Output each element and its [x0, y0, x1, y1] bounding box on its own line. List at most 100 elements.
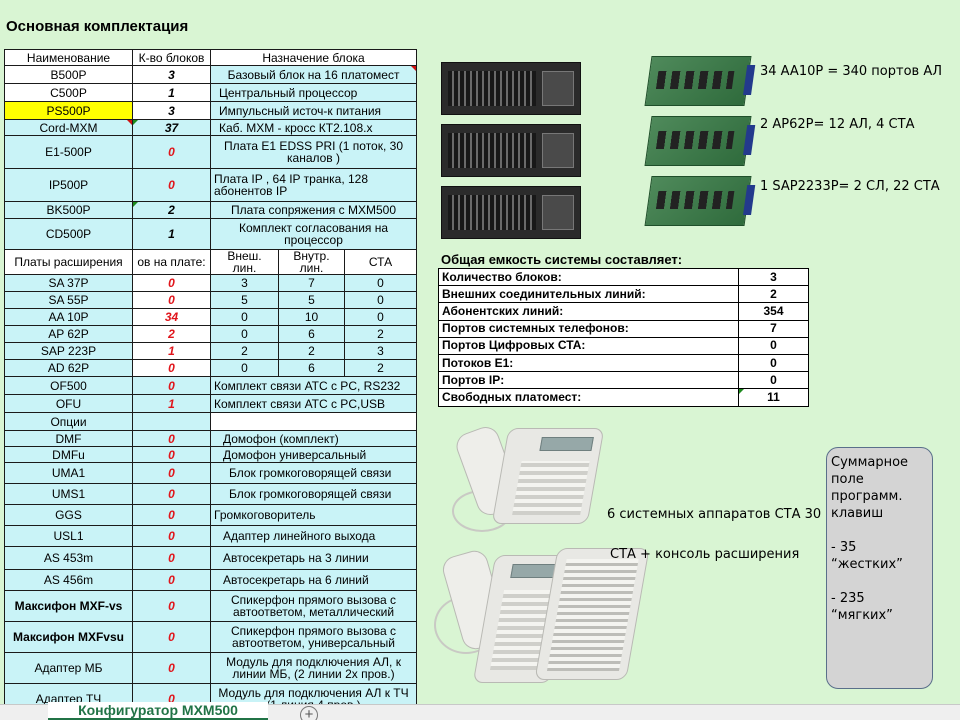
option-desc[interactable]: Блок громкоговорящей связи [209, 462, 418, 484]
misc-desc[interactable]: Комплект связи АТС с PC,USB [209, 394, 418, 413]
summary-label[interactable]: Портов Цифровых СТА: [438, 336, 739, 355]
ext-header-sta[interactable]: СТА [343, 249, 418, 275]
header-qty[interactable]: К-во блоков [132, 49, 211, 66]
board-ext[interactable]: 0 [210, 308, 279, 326]
board-int[interactable]: 7 [278, 274, 345, 292]
option-name[interactable]: AS 453m [4, 546, 133, 570]
board-sta[interactable]: 2 [343, 359, 418, 377]
board-ext[interactable]: 3 [210, 274, 279, 292]
block-name[interactable]: CD500P [4, 218, 133, 250]
board-name[interactable]: AP 62P [4, 325, 133, 343]
option-desc[interactable]: Домофон универсальный [209, 446, 418, 463]
option-name[interactable]: GGS [4, 504, 133, 526]
block-qty[interactable]: 1 [132, 218, 211, 250]
block-qty[interactable]: 0 [132, 168, 211, 202]
options-desc-empty[interactable] [209, 412, 418, 431]
ext-header-ext[interactable]: Внеш. лин. [210, 249, 279, 275]
board-qty[interactable]: 0 [132, 291, 211, 309]
block-desc[interactable]: Каб. MXM - кросс КТ2.108.х [209, 119, 418, 136]
option-name[interactable]: Адаптер МБ [4, 652, 133, 684]
block-name[interactable]: Cord-MXM [4, 119, 133, 136]
board-qty[interactable]: 0 [132, 274, 211, 292]
summary-value[interactable]: 3 [738, 267, 809, 287]
block-desc[interactable]: Импульсный источ-к питания [209, 101, 418, 120]
board-sta[interactable]: 0 [343, 291, 418, 309]
board-sta[interactable]: 3 [343, 342, 418, 360]
summary-value[interactable]: 7 [738, 319, 809, 338]
block-qty[interactable]: 2 [132, 201, 211, 219]
option-desc[interactable]: Адаптер линейного выхода [209, 525, 418, 547]
option-name[interactable]: Максифон MXFvsu [4, 621, 133, 653]
block-name[interactable]: B500P [4, 65, 133, 84]
option-desc[interactable]: Автосекретарь на 3 линии [209, 546, 418, 570]
block-desc[interactable]: Плата E1 EDSS PRI (1 поток, 30 каналов ) [209, 135, 418, 169]
block-desc[interactable]: Центральный процессор [209, 83, 418, 102]
summary-label[interactable]: Потоков E1: [438, 353, 739, 373]
block-qty[interactable]: 3 [132, 65, 211, 84]
board-int[interactable]: 6 [278, 325, 345, 343]
option-desc[interactable]: Спикерфон прямого вызова с автоответом, … [209, 590, 418, 622]
board-qty[interactable]: 2 [132, 325, 211, 343]
sheet-tab-configurator[interactable]: Конфигуратор MXM500 [48, 702, 268, 720]
board-name[interactable]: AA 10P [4, 308, 133, 326]
block-desc[interactable]: Плата IP , 64 IP транка, 128 абонентов I… [209, 168, 418, 202]
option-qty[interactable]: 0 [132, 652, 211, 684]
board-ext[interactable]: 5 [210, 291, 279, 309]
summary-value[interactable]: 2 [738, 285, 809, 304]
header-name[interactable]: Наименование [4, 49, 133, 66]
misc-qty[interactable]: 1 [132, 394, 211, 413]
board-name[interactable]: SA 37P [4, 274, 133, 292]
options-qty-empty[interactable] [132, 412, 211, 431]
summary-label[interactable]: Портов системных телефонов: [438, 319, 739, 338]
summary-label[interactable]: Абонентских линий: [438, 302, 739, 321]
option-name[interactable]: AS 456m [4, 569, 133, 591]
option-name[interactable]: USL1 [4, 525, 133, 547]
summary-label[interactable]: Свободных платомест: [438, 388, 739, 407]
misc-qty[interactable]: 0 [132, 376, 211, 395]
board-ext[interactable]: 0 [210, 359, 279, 377]
board-int[interactable]: 5 [278, 291, 345, 309]
option-desc[interactable]: Автосекретарь на 6 линий [209, 569, 418, 591]
option-qty[interactable]: 0 [132, 446, 211, 463]
option-desc[interactable]: Громкоговоритель [209, 504, 418, 526]
option-qty[interactable]: 0 [132, 590, 211, 622]
board-name[interactable]: SA 55P [4, 291, 133, 309]
option-qty[interactable]: 0 [132, 621, 211, 653]
summary-value[interactable]: 0 [738, 336, 809, 355]
option-name[interactable]: UMA1 [4, 462, 133, 484]
option-name[interactable]: DMF [4, 430, 133, 447]
option-qty[interactable]: 0 [132, 483, 211, 505]
option-qty[interactable]: 0 [132, 462, 211, 484]
board-qty[interactable]: 1 [132, 342, 211, 360]
block-qty[interactable]: 0 [132, 135, 211, 169]
option-qty[interactable]: 0 [132, 525, 211, 547]
board-int[interactable]: 2 [278, 342, 345, 360]
block-name[interactable]: E1-500P [4, 135, 133, 169]
add-sheet-button[interactable]: + [300, 706, 318, 720]
option-name[interactable]: Максифон MXF-vs [4, 590, 133, 622]
block-desc[interactable]: Комплект согласования на процессор [209, 218, 418, 250]
option-name[interactable]: DMFu [4, 446, 133, 463]
board-qty[interactable]: 0 [132, 359, 211, 377]
block-name[interactable]: IP500P [4, 168, 133, 202]
summary-label[interactable]: Внешних соединительных линий: [438, 285, 739, 304]
block-desc[interactable]: Базовый блок на 16 платомест [209, 65, 418, 84]
board-sta[interactable]: 2 [343, 325, 418, 343]
block-qty[interactable]: 3 [132, 101, 211, 120]
board-name[interactable]: SAP 223P [4, 342, 133, 360]
board-sta[interactable]: 0 [343, 274, 418, 292]
board-int[interactable]: 6 [278, 359, 345, 377]
block-name[interactable]: C500P [4, 83, 133, 102]
board-qty[interactable]: 34 [132, 308, 211, 326]
option-desc[interactable]: Спикерфон прямого вызова с автоответом, … [209, 621, 418, 653]
block-name[interactable]: BK500P [4, 201, 133, 219]
misc-name[interactable]: OF500 [4, 376, 133, 395]
header-purpose[interactable]: Назначение блока [209, 49, 418, 66]
option-desc[interactable]: Блок громкоговорящей связи [209, 483, 418, 505]
misc-desc[interactable]: Комплект связи АТС с PC, RS232 [209, 376, 418, 395]
block-name[interactable]: PS500P [4, 101, 133, 120]
option-qty[interactable]: 0 [132, 504, 211, 526]
option-name[interactable]: UMS1 [4, 483, 133, 505]
option-qty[interactable]: 0 [132, 569, 211, 591]
board-sta[interactable]: 0 [343, 308, 418, 326]
